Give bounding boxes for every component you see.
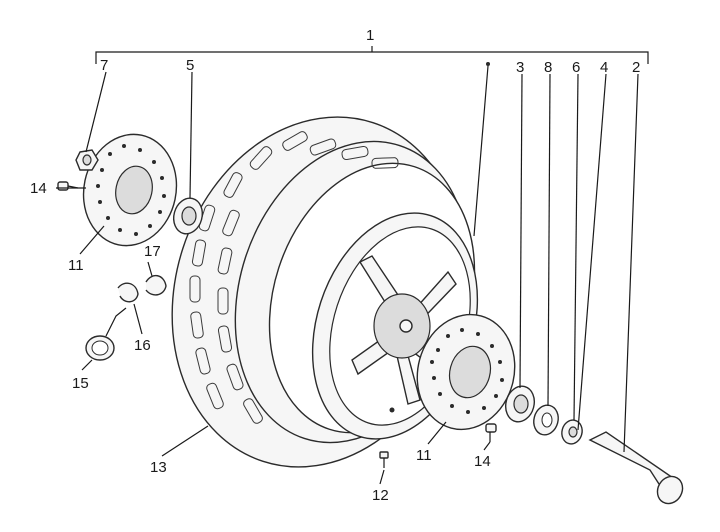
washer-6 <box>561 419 583 445</box>
ring-16 <box>117 282 139 303</box>
label-11-upper: 11 <box>68 257 84 274</box>
bearing-left-5 <box>172 197 204 235</box>
label-11-lower: 11 <box>416 447 432 464</box>
clamp-15 <box>85 307 127 361</box>
label-15: 15 <box>72 375 89 392</box>
brake-disc-right <box>416 313 516 431</box>
label-6: 6 <box>572 59 580 76</box>
assembly-bracket <box>95 46 649 64</box>
nut-7 <box>75 149 99 171</box>
label-17: 17 <box>144 243 161 260</box>
label-3: 3 <box>516 59 524 76</box>
bolt-14-right <box>485 423 497 442</box>
spacer-8 <box>533 404 559 436</box>
part-labels: 1 2 3 4 5 6 7 8 11 11 12 13 14 14 15 16 … <box>30 27 640 504</box>
label-5: 5 <box>186 57 194 74</box>
label-14-left: 14 <box>30 180 47 197</box>
label-7: 7 <box>100 57 108 74</box>
label-12: 12 <box>372 487 389 504</box>
bolt-14-left <box>57 181 79 191</box>
screw-12 <box>379 451 389 468</box>
label-13: 13 <box>150 459 167 476</box>
axle-2 <box>588 431 684 505</box>
label-2: 2 <box>632 59 640 76</box>
brake-disc-left <box>82 133 178 247</box>
ring-17 <box>145 275 167 296</box>
label-4: 4 <box>600 59 608 76</box>
label-8: 8 <box>544 59 552 76</box>
label-1: 1 <box>366 27 374 44</box>
label-16: 16 <box>134 337 151 354</box>
leader-lines <box>56 62 639 485</box>
bearing-right <box>504 385 536 423</box>
wheel-rim <box>311 212 479 440</box>
label-14-right: 14 <box>474 453 491 470</box>
